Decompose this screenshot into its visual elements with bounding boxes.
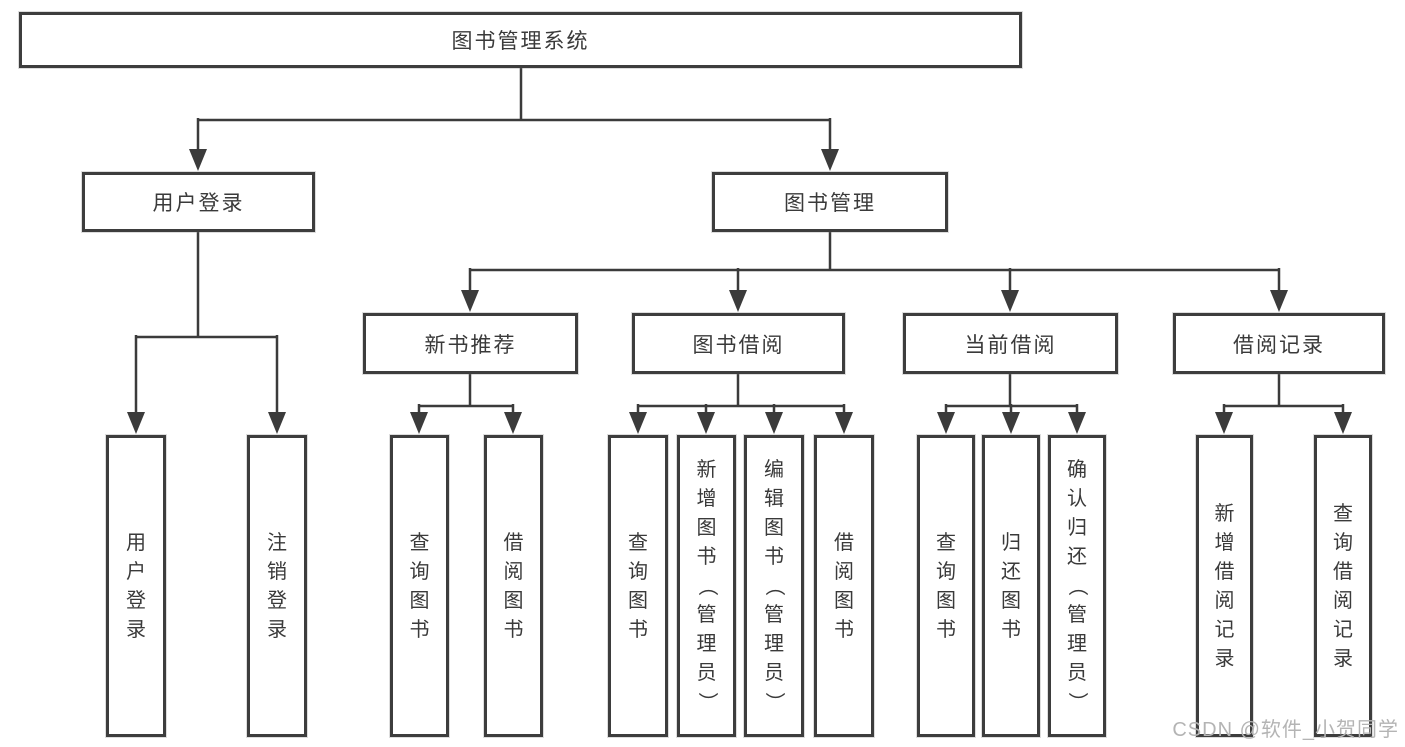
- leaf-label: 归还图书: [1001, 531, 1021, 641]
- leaf-label: 查询图书: [409, 531, 430, 641]
- csdn-watermark: CSDN @软件_小贺同学: [1172, 719, 1399, 741]
- node-book-management: 图书管理: [712, 172, 948, 232]
- node-leaf-user-login: 用户登录: [106, 435, 166, 737]
- node-leaf-borrow-books-1: 借阅图书: [484, 435, 543, 737]
- connector-new-book-recommend-to-leaves: [417, 374, 515, 414]
- leaf-label: 用户登录: [126, 531, 146, 641]
- arrowhead-icon: [1002, 412, 1020, 434]
- leaf-label: 借阅图书: [834, 531, 854, 641]
- leaf-label: 借阅图书: [503, 531, 524, 641]
- arrowhead-icon: [1334, 412, 1352, 434]
- arrowhead-icon: [629, 412, 647, 434]
- node-root: 图书管理系统: [19, 12, 1022, 68]
- node-user-login: 用户登录: [82, 172, 315, 232]
- connector-current-borrow-to-leaves: [944, 374, 1079, 414]
- arrowhead-icon: [1001, 290, 1019, 312]
- connector-book-borrow-to-leaves: [636, 374, 846, 414]
- connector-borrow-records-to-leaves: [1222, 374, 1345, 414]
- node-leaf-edit-book-admin: 编辑图书（管理员）: [744, 435, 804, 737]
- arrowhead-icon: [268, 412, 286, 434]
- node-leaf-add-borrow-record: 新增借阅记录: [1196, 435, 1253, 737]
- leaf-label: 查询借阅记录: [1333, 502, 1353, 670]
- arrowhead-icon: [1215, 412, 1233, 434]
- arrowhead-icon: [835, 412, 853, 434]
- arrowhead-icon: [1270, 290, 1288, 312]
- leaf-label: 确认归还（管理员）: [1066, 459, 1088, 712]
- arrowhead-icon: [461, 290, 479, 312]
- arrowhead-icon: [821, 149, 839, 171]
- node-leaf-query-borrow-record: 查询借阅记录: [1314, 435, 1372, 737]
- node-leaf-query-books-2: 查询图书: [608, 435, 668, 737]
- arrowhead-icon: [697, 412, 715, 434]
- node-new-book-recommend: 新书推荐: [363, 313, 578, 374]
- leaf-label: 新增借阅记录: [1214, 502, 1235, 670]
- leaf-label: 新增图书（管理员）: [695, 459, 718, 712]
- connector-book-management-to-level3: [468, 232, 1281, 293]
- arrowhead-icon: [1068, 412, 1086, 434]
- connector-root-to-level2: [196, 68, 832, 152]
- arrowhead-icon: [127, 412, 145, 434]
- leaf-label: 查询图书: [936, 531, 956, 641]
- arrowhead-icon: [729, 290, 747, 312]
- node-leaf-logout: 注销登录: [247, 435, 307, 737]
- node-current-borrow: 当前借阅: [903, 313, 1118, 374]
- arrowhead-icon: [937, 412, 955, 434]
- leaf-label: 编辑图书（管理员）: [763, 459, 785, 712]
- arrowhead-icon: [765, 412, 783, 434]
- node-borrow-records: 借阅记录: [1173, 313, 1385, 374]
- leaf-label: 查询图书: [628, 531, 648, 641]
- node-leaf-borrow-books-2: 借阅图书: [814, 435, 874, 737]
- node-leaf-confirm-return-admin: 确认归还（管理员）: [1048, 435, 1106, 737]
- arrowhead-icon: [410, 412, 428, 434]
- arrowhead-icon: [504, 412, 522, 434]
- arrowhead-icon: [189, 149, 207, 171]
- connector-user-login-to-leaves: [134, 232, 279, 414]
- node-leaf-query-books-1: 查询图书: [390, 435, 449, 737]
- node-leaf-add-book-admin: 新增图书（管理员）: [677, 435, 736, 737]
- node-book-borrow: 图书借阅: [632, 313, 845, 374]
- node-leaf-return-books: 归还图书: [982, 435, 1040, 737]
- leaf-label: 注销登录: [267, 531, 287, 641]
- node-leaf-query-books-3: 查询图书: [917, 435, 975, 737]
